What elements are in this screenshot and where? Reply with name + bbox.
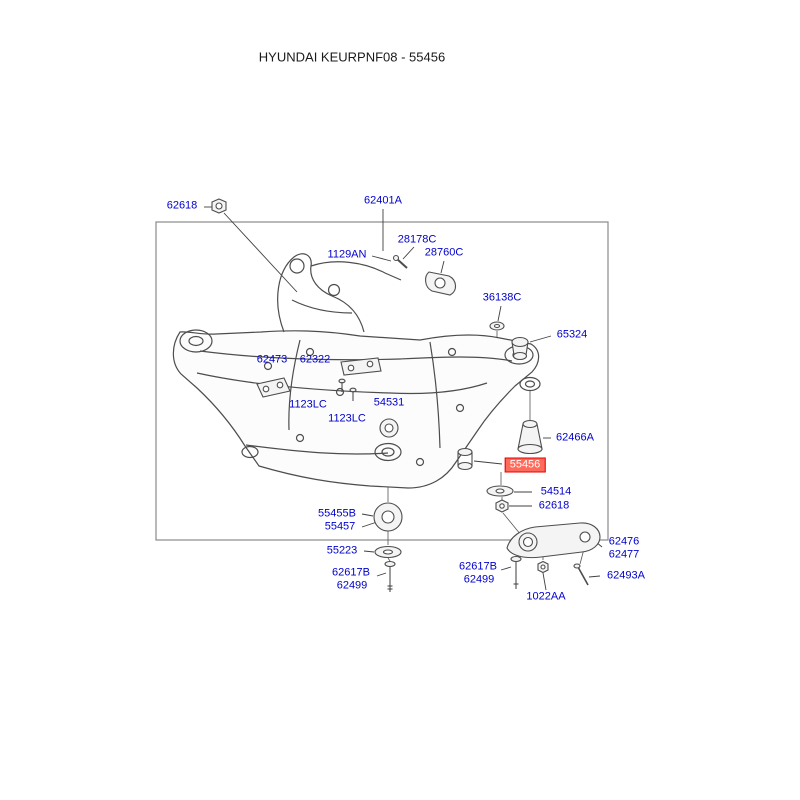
part-label-62617B-right[interactable]: 62617B	[459, 560, 497, 573]
part-label-36138C[interactable]: 36138C	[482, 291, 522, 304]
part-label-62499-right[interactable]: 62499	[463, 573, 495, 586]
part-label-1129AN[interactable]: 1129AN	[327, 248, 367, 261]
diagram-border	[155, 221, 609, 541]
page-title: HYUNDAI KEURPNF08 - 55456	[258, 49, 446, 65]
part-label-65324[interactable]: 65324	[556, 328, 588, 341]
bracket-icon-62473	[256, 377, 291, 398]
part-label-62477[interactable]: 62477	[608, 548, 640, 561]
part-label-62401A[interactable]: 62401A	[364, 194, 402, 207]
part-label-62476[interactable]: 62476	[608, 535, 640, 548]
bolt-icon-62617B-left	[384, 560, 396, 592]
bracket-icon-62322	[340, 357, 382, 376]
part-label-55456[interactable]: 55456	[504, 457, 546, 473]
bolt-icon-1123LC-2	[349, 387, 357, 401]
part-label-55457[interactable]: 55457	[324, 520, 356, 533]
subframe-drawing	[172, 253, 541, 489]
bushing-icon-55455B-55457	[373, 502, 403, 532]
part-label-62618-top[interactable]: 62618	[166, 199, 198, 212]
nut-icon-62618-right	[495, 499, 509, 513]
part-label-55223[interactable]: 55223	[326, 544, 358, 557]
part-label-1123LC-1[interactable]: 1123LC	[289, 398, 327, 411]
washer-icon-36138C	[489, 321, 505, 331]
part-label-62499-left[interactable]: 62499	[336, 579, 368, 592]
bushing-icon-62466A	[517, 419, 543, 455]
part-label-62618-right[interactable]: 62618	[538, 499, 570, 512]
hardware-icons	[211, 198, 601, 592]
mount-icon-54531	[379, 418, 399, 438]
part-label-1123LC-2[interactable]: 1123LC	[328, 412, 366, 425]
part-label-62493A[interactable]: 62493A	[607, 569, 645, 582]
roll-stopper-arm-62476-62477	[506, 522, 601, 559]
part-label-62473[interactable]: 62473	[256, 353, 288, 366]
bolt-icon-1123LC-1	[338, 378, 346, 392]
part-label-1022AA[interactable]: 1022AA	[526, 590, 566, 603]
washer-icon-54514	[486, 485, 514, 497]
nut-icon-62618-top	[211, 198, 227, 214]
part-label-62466A[interactable]: 62466A	[556, 431, 594, 444]
washer-icon-55223	[374, 545, 402, 559]
part-label-54514[interactable]: 54514	[540, 485, 572, 498]
bushing-icon-55456	[457, 447, 473, 471]
part-label-55455B[interactable]: 55455B	[318, 507, 356, 520]
nut-icon-1022AA	[537, 560, 549, 574]
part-label-28760C[interactable]: 28760C	[424, 246, 464, 259]
part-label-54531[interactable]: 54531	[373, 396, 405, 409]
bolt-icon-62617B-right	[510, 555, 522, 589]
screw-icon-62493A	[573, 563, 589, 586]
bushing-icon-65324	[511, 336, 529, 361]
bolt-icon-28178C	[392, 254, 408, 269]
part-label-62322[interactable]: 62322	[299, 353, 331, 366]
mount-bracket-icon-28760C	[425, 271, 457, 296]
part-label-62617B-left[interactable]: 62617B	[332, 566, 370, 579]
part-label-28178C[interactable]: 28178C	[397, 233, 437, 246]
